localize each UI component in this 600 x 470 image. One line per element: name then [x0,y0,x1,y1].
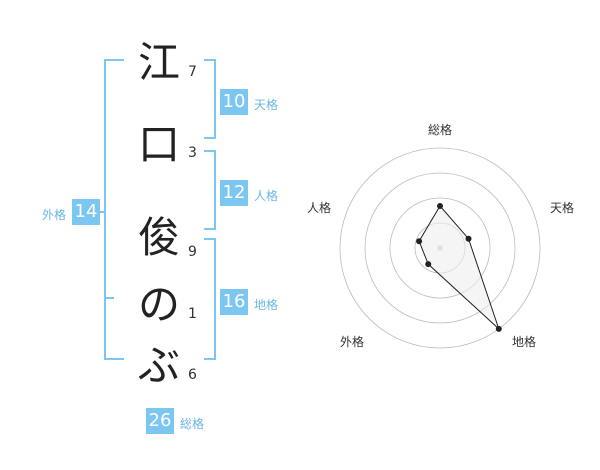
name-char-3: 俊 [137,213,180,262]
radar-point-0 [437,203,443,209]
jinkaku-label: 人格 [254,189,279,203]
gaikaku-label: 外格 [42,208,67,222]
name-char-5: ぶ [137,341,180,390]
radar-ring [389,197,491,299]
name-char-2: 口 [137,120,180,169]
stroke-count-4: 1 [188,306,197,322]
stroke-count-1: 7 [188,64,197,80]
gaikaku-badge: 14 [72,199,100,225]
radar-point-4 [416,238,423,245]
name-char-1: 江 [137,38,180,87]
radar-axis-label-chikaku: 地格 [512,334,536,349]
name-char-4: の [137,280,180,329]
stroke-count-5: 6 [188,367,197,383]
radar-point-3 [425,261,432,268]
chikaku-badge: 16 [220,289,248,315]
jinkaku-badge: 12 [220,180,248,206]
radar-points [416,203,502,332]
radar-polygon [418,205,500,330]
radar-point-2 [495,325,502,332]
soukaku-label: 総格 [180,417,205,431]
tenkaku-label: 天格 [254,98,279,112]
radar-axis-label-jinkaku: 人格 [307,200,331,215]
radar-point-1 [465,235,472,242]
radar-axis-label-soukaku: 総格 [428,122,452,137]
radar-axis-label-gaikaku: 外格 [340,334,364,349]
radar-ring [339,147,541,349]
radar-ring [364,172,516,324]
stroke-count-3: 9 [188,244,197,260]
stroke-count-2: 3 [188,145,197,161]
radar-axis-label-tenkaku: 天格 [550,200,574,215]
radar-rings [339,147,541,349]
chikaku-label: 地格 [254,298,279,312]
soukaku-badge: 26 [146,408,174,434]
tenkaku-badge: 10 [220,89,248,115]
